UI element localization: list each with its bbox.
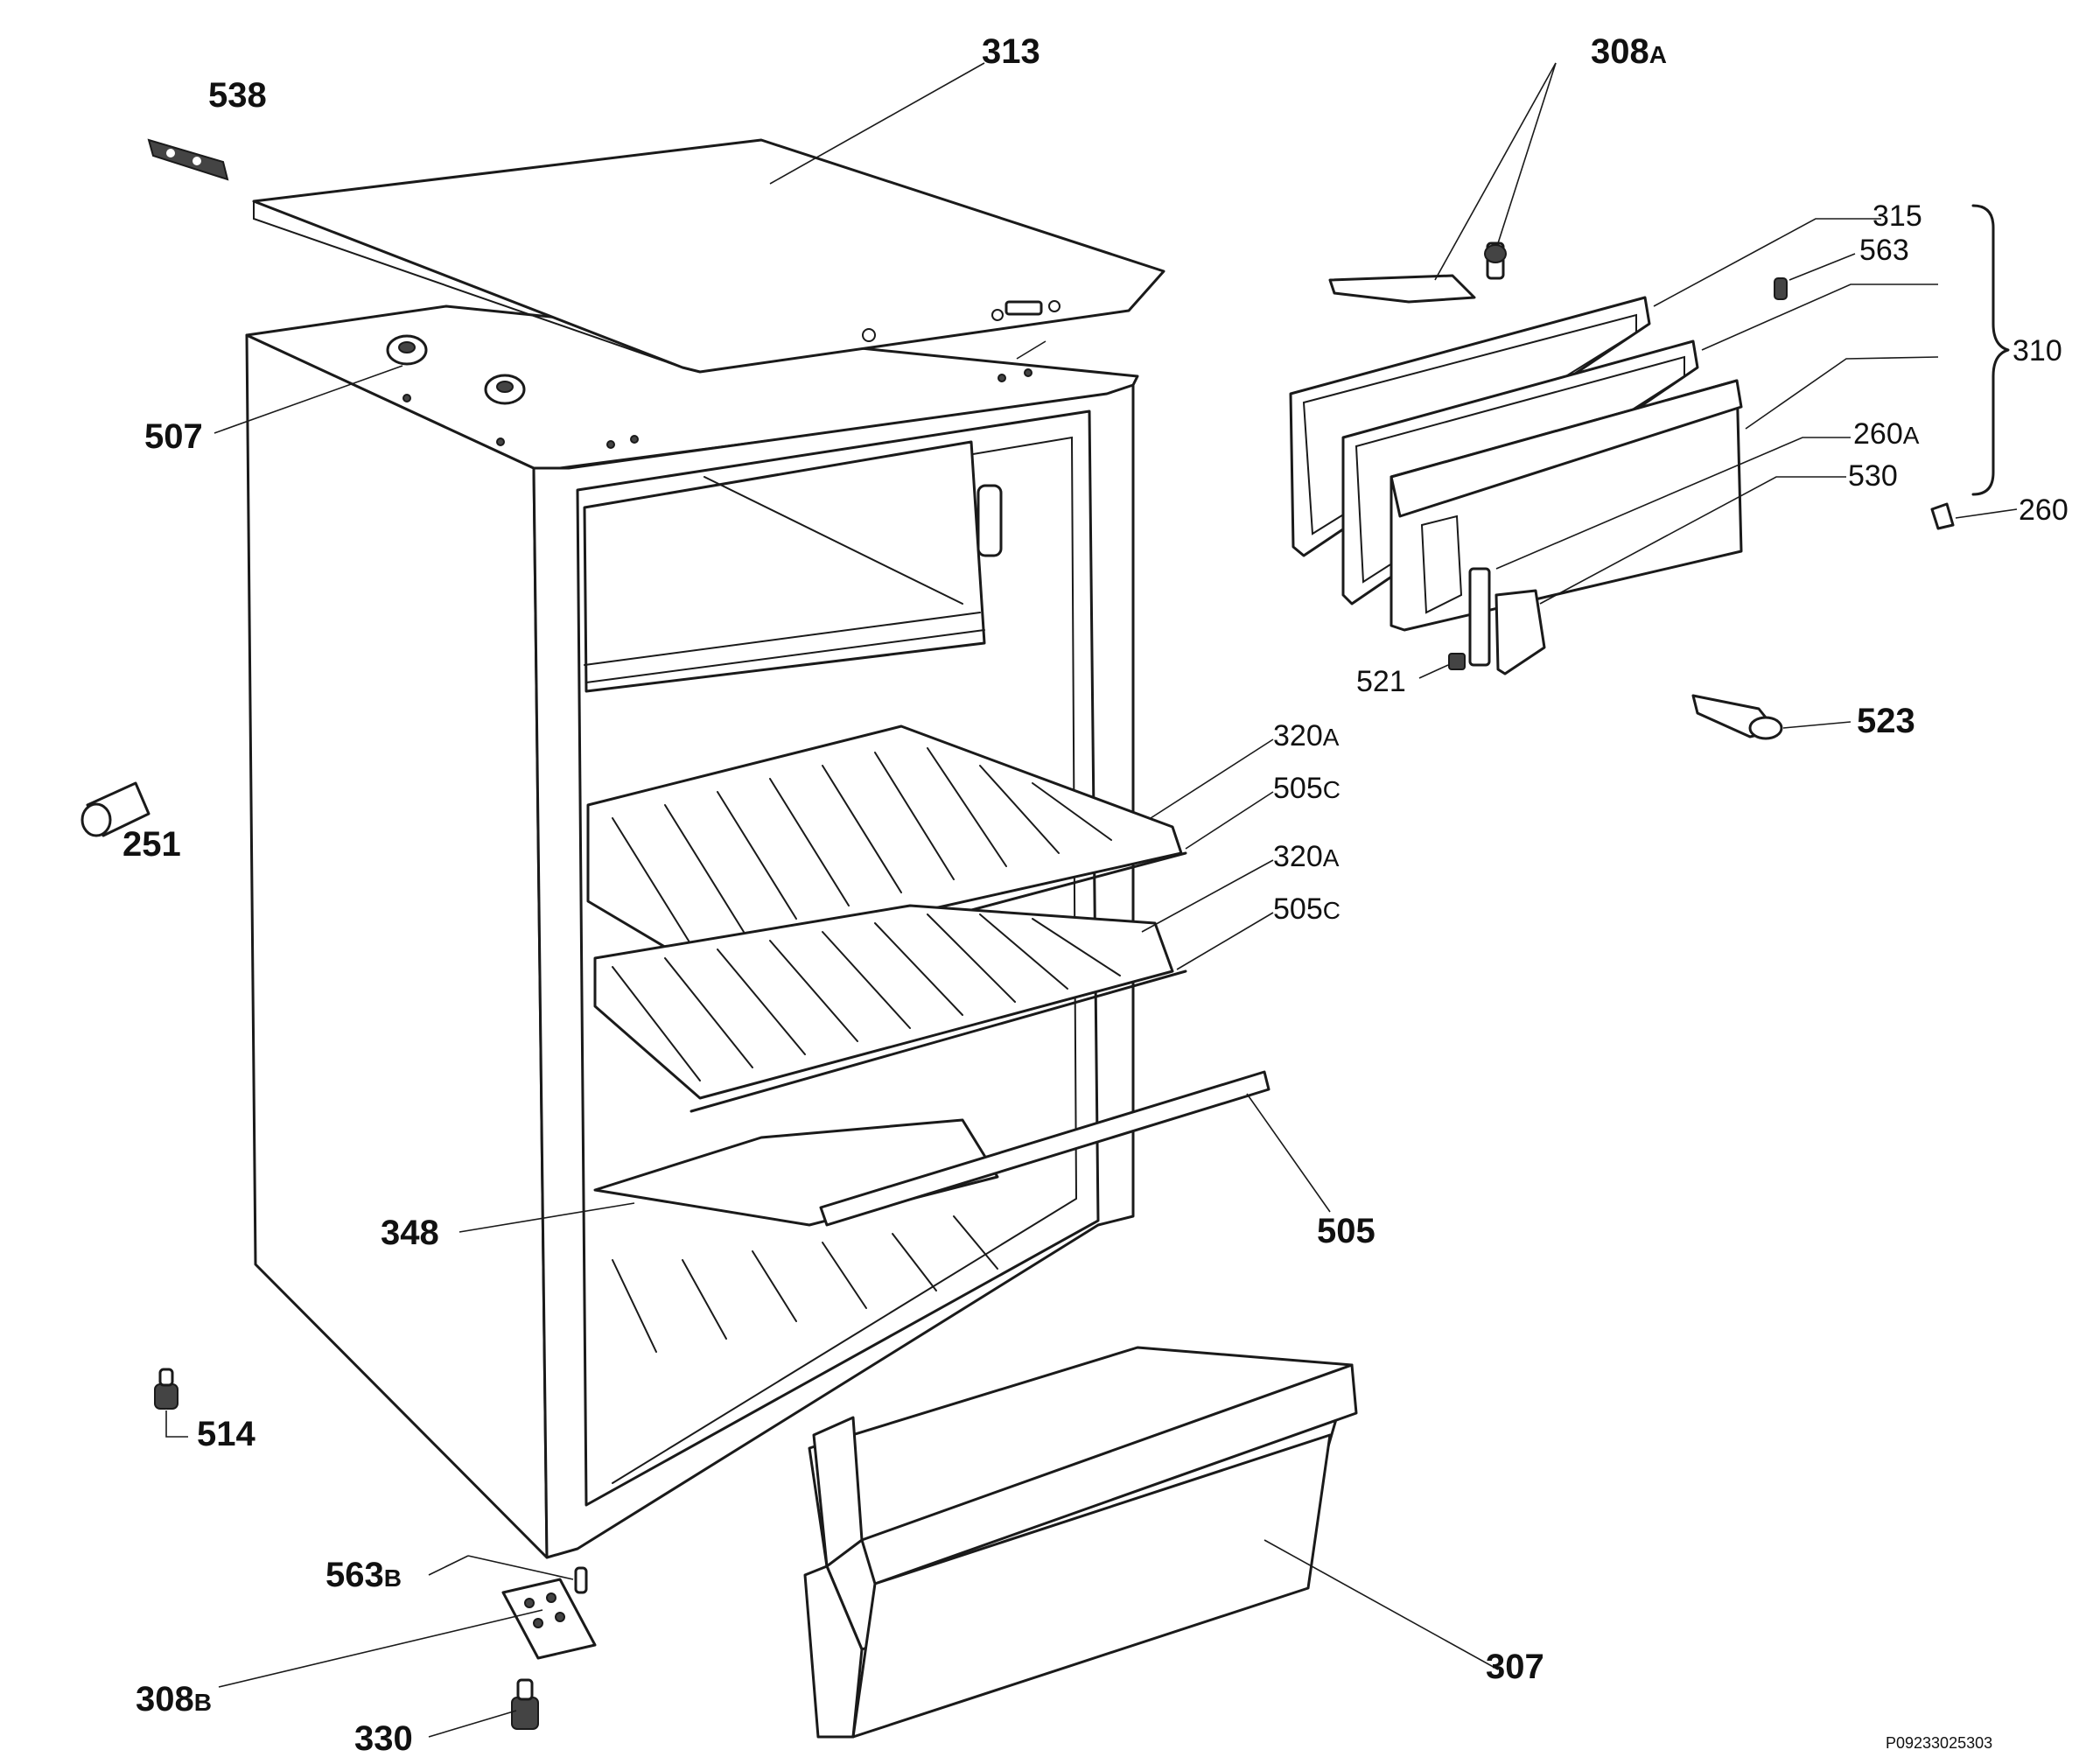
label-308a: 308A <box>1591 32 1667 71</box>
label-514: 514 <box>197 1415 256 1453</box>
label-348: 348 <box>381 1214 439 1252</box>
label-308b: 308B <box>136 1680 212 1718</box>
wire-shelf-lower-320a <box>593 904 1187 1113</box>
label-313: 313 <box>982 32 1040 71</box>
label-307: 307 <box>1486 1648 1544 1686</box>
label-505c-upper: 505C <box>1273 772 1340 805</box>
label-530: 530 <box>1848 459 1898 493</box>
label-310: 310 <box>2012 334 2062 368</box>
door-balcony-307 <box>803 1346 1358 1739</box>
top-fixing-buttons-507 <box>386 334 526 405</box>
hinge-308b <box>501 1578 597 1660</box>
foot-514 <box>154 1368 178 1410</box>
label-505c-lower: 505C <box>1273 892 1340 926</box>
callout-labels: 313 538 507 251 348 514 563B 308B 330 30… <box>122 32 2068 1757</box>
label-563: 563 <box>1859 234 1909 267</box>
label-521: 521 <box>1356 665 1406 698</box>
assembly-bracket-310 <box>1971 204 2010 496</box>
label-505: 505 <box>1317 1212 1376 1250</box>
label-538: 538 <box>208 76 267 115</box>
document-code: P09233025303 <box>1886 1734 1992 1752</box>
label-563b: 563B <box>326 1556 402 1594</box>
shelf-strip-505 <box>819 1070 1270 1227</box>
part-538 <box>147 138 229 181</box>
label-260: 260 <box>2019 494 2068 527</box>
label-320a-lower: 320A <box>1273 840 1340 873</box>
screw-563b <box>574 1566 588 1594</box>
label-330: 330 <box>354 1719 413 1757</box>
part-260 <box>1930 502 1955 530</box>
label-523: 523 <box>1857 702 1915 740</box>
top-cover-313 <box>252 138 1166 374</box>
lock-part-523 <box>1691 694 1783 740</box>
label-251: 251 <box>122 825 181 864</box>
freezer-door-assembly <box>1289 296 1743 676</box>
label-315: 315 <box>1872 200 1922 233</box>
hinge-308a <box>1328 242 1507 304</box>
part-251 <box>80 781 150 837</box>
label-320a-upper: 320A <box>1273 719 1340 752</box>
label-260a: 260A <box>1853 417 1920 451</box>
foot-330 <box>511 1678 539 1730</box>
label-507: 507 <box>144 417 203 456</box>
screw-563 <box>1774 277 1788 300</box>
leader-lines <box>165 62 2018 1738</box>
